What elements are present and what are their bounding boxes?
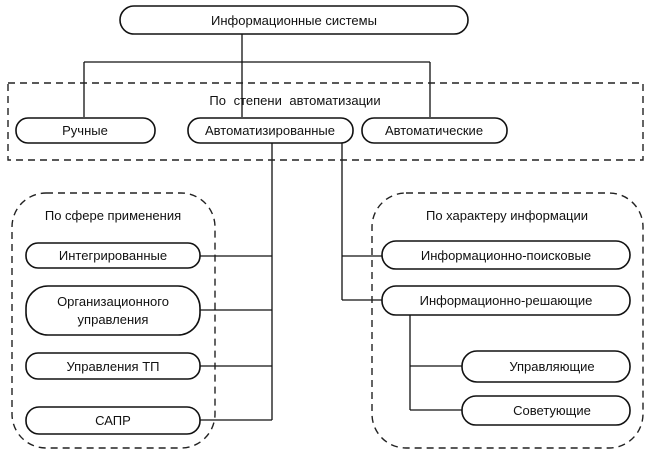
root-node-label: Информационные системы (211, 13, 377, 28)
automation-group-title: По степени автоматизации (209, 93, 380, 108)
node-tp-management-label: Управления ТП (67, 359, 160, 374)
node-org-management-label-line2: управления (78, 312, 149, 327)
node-advising[interactable]: Советующие (461, 395, 631, 426)
application-group-frame (11, 192, 216, 449)
node-controlling[interactable]: Управляющие (461, 350, 631, 383)
node-integrated[interactable]: Интегрированные (25, 242, 201, 269)
information-group-title: По характеру информации (426, 208, 588, 223)
node-tp-management[interactable]: Управления ТП (25, 352, 201, 380)
node-sapr-label: САПР (95, 413, 131, 428)
automation-group-frame (7, 82, 644, 161)
node-info-search[interactable]: Информационно-поисковые (381, 240, 631, 270)
node-sapr[interactable]: САПР (25, 406, 201, 435)
node-integrated-label: Интегрированные (59, 248, 167, 263)
node-automatic[interactable]: Автоматические (361, 117, 508, 144)
node-manual[interactable]: Ручные (15, 117, 156, 144)
node-automated[interactable]: Автоматизированные (187, 117, 354, 144)
node-manual-label: Ручные (62, 123, 108, 138)
information-group-frame (371, 192, 644, 449)
node-automated-label: Автоматизированные (205, 123, 335, 138)
node-info-decision-label: Информационно-решающие (420, 293, 593, 308)
node-advising-label: Советующие (513, 403, 591, 418)
node-info-search-label: Информационно-поисковые (421, 248, 591, 263)
connectors (83, 34, 462, 421)
application-group-title: По сфере применения (45, 208, 181, 223)
node-org-management-label-line1: Организационного (57, 294, 169, 309)
node-info-decision[interactable]: Информационно-решающие (381, 285, 631, 316)
node-controlling-label: Управляющие (509, 359, 594, 374)
node-automatic-label: Автоматические (385, 123, 483, 138)
node-org-management[interactable]: Организационного управления (25, 285, 201, 336)
root-node[interactable]: Информационные системы (119, 5, 469, 35)
